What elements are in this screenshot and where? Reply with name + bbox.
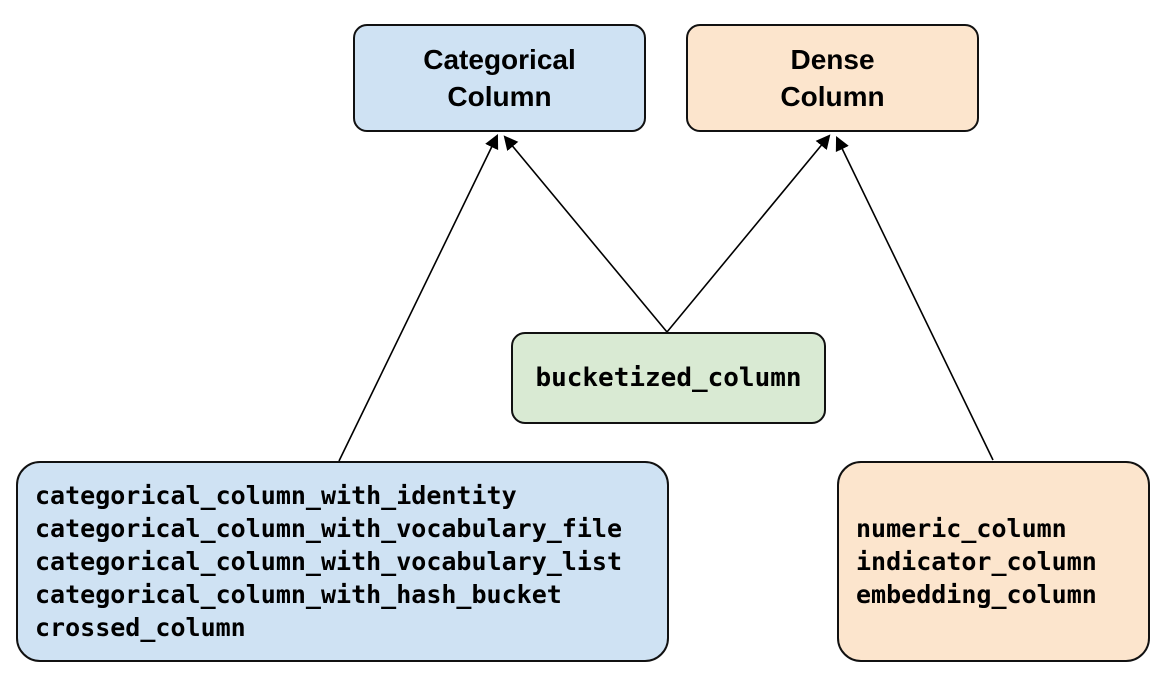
node-categorical-functions: categorical_column_with_identity categor… <box>16 461 669 662</box>
node-categorical-column: Categorical Column <box>353 24 646 132</box>
edge-bucketized_column-to-dense_column <box>666 134 831 333</box>
node-dense-functions: numeric_column indicator_column embeddin… <box>837 461 1150 662</box>
edge-dense_functions-to-dense_column <box>835 136 994 461</box>
node-dense-column: Dense Column <box>686 24 979 132</box>
node-bucketized-column: bucketized_column <box>511 332 826 424</box>
dense-column-label: Dense Column <box>780 44 885 112</box>
list-item: indicator_column <box>856 547 1097 576</box>
list-item: categorical_column_with_vocabulary_file <box>35 514 622 543</box>
list-item: numeric_column <box>856 514 1067 543</box>
edge-bucketized_column-to-categorical_column <box>503 135 668 333</box>
categorical-column-label: Categorical Column <box>423 44 576 112</box>
edge-categorical_functions-to-categorical_column <box>338 134 499 462</box>
list-item: crossed_column <box>35 613 246 642</box>
list-item: categorical_column_with_hash_bucket <box>35 580 562 609</box>
list-item: categorical_column_with_vocabulary_list <box>35 547 622 576</box>
list-item: categorical_column_with_identity <box>35 481 517 510</box>
list-item: embedding_column <box>856 580 1097 609</box>
bucketized-column-label: bucketized_column <box>535 363 802 393</box>
